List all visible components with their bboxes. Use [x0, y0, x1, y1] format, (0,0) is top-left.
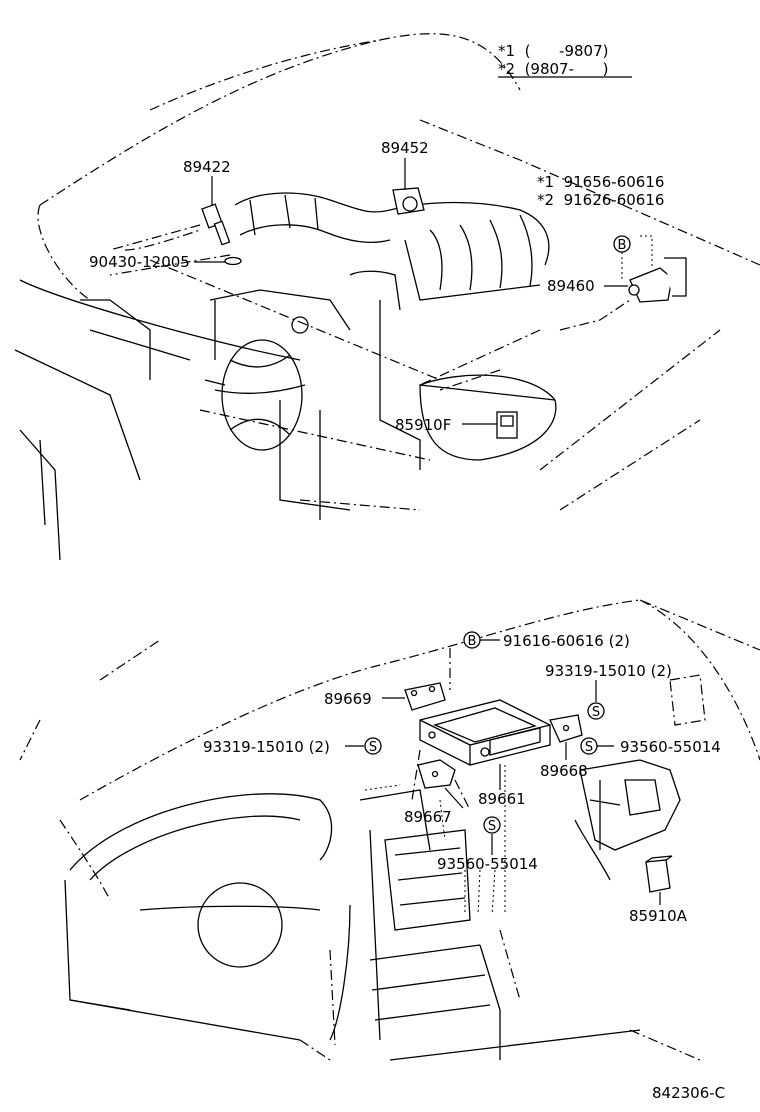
- screw-symbol-93560-center: S: [483, 816, 501, 834]
- label-89452: 89452: [381, 139, 429, 157]
- part-89422-sensor: [201, 203, 231, 246]
- screw-symbol-93560-right: S: [580, 737, 598, 755]
- label-89668: 89668: [540, 762, 588, 780]
- svg-text:S: S: [488, 819, 496, 834]
- label-90430-12005: 90430-12005: [89, 253, 190, 271]
- label-93319-15010-left: 93319-15010 (2): [203, 738, 330, 756]
- screw-symbol-right: S: [587, 702, 605, 720]
- label-89460: 89460: [547, 277, 595, 295]
- label-89422: 89422: [183, 158, 231, 176]
- part-85910F-relay: [496, 411, 518, 439]
- label-89667: 89667: [404, 808, 452, 826]
- label-93560-55014-center: 93560-55014: [437, 855, 538, 873]
- part-85910A-relay: [645, 855, 673, 893]
- label-85910F: 85910F: [395, 416, 451, 434]
- label-85910A: 85910A: [629, 907, 688, 925]
- label-89661: 89661: [478, 790, 526, 808]
- part-89661-ecu: [419, 699, 551, 766]
- leader-lines: [194, 158, 661, 916]
- label-89669: 89669: [324, 690, 372, 708]
- part-89669-bracket: [404, 682, 446, 711]
- diagram-code: 842306-C: [652, 1084, 725, 1102]
- part-89460-sensor: [628, 257, 687, 303]
- label-93560-55014-right: 93560-55014: [620, 738, 721, 756]
- svg-text:S: S: [592, 705, 600, 720]
- dashboard-drawing: [19, 599, 760, 1061]
- svg-text:S: S: [369, 740, 377, 755]
- part-89452-sensor: [392, 187, 425, 215]
- label-91616-60616: 91616-60616 (2): [503, 632, 630, 650]
- part-89667-bracket: [417, 759, 456, 789]
- note-line-2: *2 (9807- ): [498, 60, 608, 78]
- part-90430-gasket: [224, 256, 242, 266]
- screw-symbol-left: S: [364, 737, 382, 755]
- bolt-symbol-dash: B: [463, 631, 481, 649]
- bolt-symbol-top: B: [613, 235, 631, 253]
- label-91626-60616: *2 91626-60616: [537, 191, 664, 209]
- svg-text:B: B: [468, 634, 477, 649]
- label-91656-60616: *1 91656-60616: [537, 173, 664, 191]
- engine-bay-drawing: [14, 33, 760, 561]
- label-93319-15010-right: 93319-15010 (2): [545, 662, 672, 680]
- svg-text:S: S: [585, 740, 593, 755]
- note-line-1: *1 ( -9807): [498, 42, 608, 60]
- part-89668-bracket: [549, 714, 583, 743]
- svg-text:B: B: [618, 238, 627, 253]
